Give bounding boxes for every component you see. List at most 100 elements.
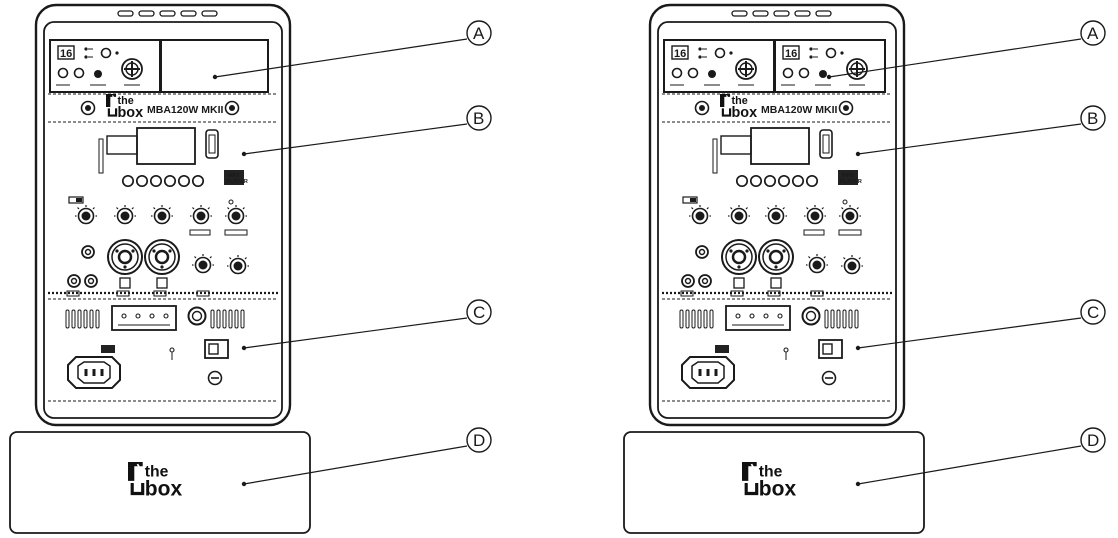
ch-label-box — [730, 290, 744, 297]
voltage-selector — [101, 345, 115, 353]
callout-label-d: D — [1087, 431, 1099, 450]
battery-level-box — [725, 305, 791, 331]
battery-led — [163, 313, 169, 319]
line-out-jack-inner — [805, 310, 817, 322]
leader-line-c — [243, 317, 468, 349]
ch-label-box — [810, 290, 824, 297]
iec-pin — [706, 369, 710, 376]
leader-dot-d — [855, 481, 861, 487]
brand-line-box: box — [759, 478, 797, 501]
usb-port-inner — [822, 134, 830, 154]
iec-pin — [714, 369, 718, 376]
battery-led — [763, 313, 769, 319]
leader-line-a — [828, 38, 1082, 78]
ch-label-box — [153, 290, 167, 297]
speaker-base-block — [9, 431, 311, 534]
callout-circle-a — [1080, 20, 1106, 46]
mp3-badge-line1: MP3 — [842, 173, 853, 179]
top-slot — [773, 10, 790, 17]
master-label-box — [838, 229, 862, 236]
line-out-jack — [187, 306, 207, 326]
model-name: MBA120W MKII — [147, 104, 224, 116]
brand-line-the: the — [732, 95, 748, 107]
leader-dot-a — [212, 74, 218, 80]
top-slot — [180, 10, 197, 17]
module-display-digits: 16 — [785, 48, 797, 60]
fuse-holder — [821, 370, 837, 386]
panel-plate — [657, 21, 897, 419]
ch-label-box — [196, 290, 210, 297]
logo-mark — [106, 94, 117, 107]
logo-u — [130, 482, 145, 496]
logo-slash — [136, 463, 143, 472]
voltage-selector — [715, 345, 729, 353]
logo-slash — [725, 95, 730, 101]
callout-circle-c — [466, 299, 492, 325]
mp3-badge-bg — [838, 170, 858, 185]
leader-line-b — [243, 123, 468, 155]
brand-line-the: the — [118, 95, 134, 107]
panel-plate — [43, 21, 283, 419]
iec-pin — [698, 369, 702, 376]
master-label-box — [224, 229, 248, 236]
model-name: MBA120W MKII — [761, 104, 838, 116]
input-switch — [156, 277, 168, 289]
callout-label-a: A — [473, 24, 485, 43]
mp3-badge-line2: PLAYER — [226, 179, 248, 185]
iec-pin — [92, 369, 96, 376]
power-switch — [204, 339, 229, 359]
iec-pin — [84, 369, 88, 376]
top-slot — [159, 10, 176, 17]
iec-power-inlet — [681, 356, 735, 389]
callout-circle-b — [466, 105, 492, 131]
callout-label-b: B — [1087, 109, 1098, 128]
callout-circle-b — [1080, 105, 1106, 131]
power-switch — [818, 339, 843, 359]
mp3-badge-bg — [224, 170, 244, 185]
battery-led — [149, 313, 155, 319]
limit-led — [228, 199, 234, 205]
sd-slot — [712, 138, 718, 174]
iec-power-inlet — [67, 356, 121, 389]
player-display — [750, 127, 810, 165]
leader-line-b — [857, 123, 1082, 155]
callout-label-c: C — [1087, 303, 1099, 322]
ch-label-box — [116, 290, 130, 297]
leader-line-d — [243, 445, 468, 485]
top-slot — [138, 10, 155, 17]
mp3-badge-line2: PLAYER — [840, 179, 862, 185]
mic-line-switch-knob — [690, 198, 696, 202]
player-display — [136, 127, 196, 165]
brand-line-box: box — [118, 105, 144, 121]
callout-circle-a — [466, 20, 492, 46]
leader-dot-b — [241, 151, 247, 157]
usb-port-inner — [208, 134, 216, 154]
ch-label-box — [66, 290, 80, 297]
ch-label-box — [680, 290, 694, 297]
logo-mark — [128, 462, 143, 481]
logo-slash — [750, 463, 757, 472]
leader-dot-c — [855, 345, 861, 351]
power-switch-rocker — [208, 343, 219, 355]
module-display-digits: 16 — [60, 48, 72, 60]
module-display-digits: 16 — [674, 48, 686, 60]
limit-led — [842, 199, 848, 205]
top-slot — [117, 10, 134, 17]
battery-led — [777, 313, 783, 319]
mic-line-switch — [68, 196, 84, 204]
top-slot — [731, 10, 748, 17]
battery-led — [135, 313, 141, 319]
battery-level-box — [111, 305, 177, 331]
callout-circle-d — [466, 427, 492, 453]
usb-port — [819, 129, 833, 159]
callout-label-a: A — [1087, 24, 1099, 43]
top-slot — [752, 10, 769, 17]
callout-circle-c — [1080, 299, 1106, 325]
